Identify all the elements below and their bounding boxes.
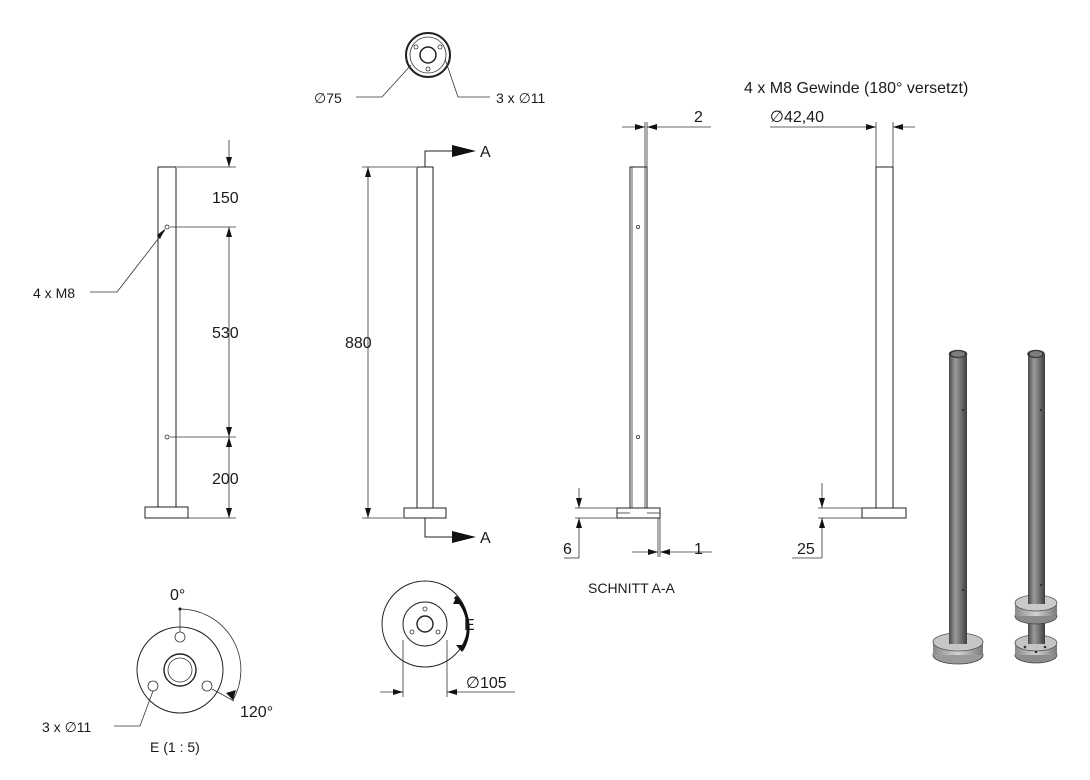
side-dim-height: 880 [345, 335, 372, 352]
right-dim-diameter: ∅42,40 [770, 109, 824, 126]
top-view-holes-label: 3 x ∅11 [496, 90, 546, 106]
front-thread-label: 4 x M8 [33, 285, 75, 301]
isometric-post-2 [1014, 349, 1058, 664]
base-detail-mark: E [464, 617, 475, 634]
isometric-post-1 [932, 349, 984, 665]
front-dim-middle: 530 [212, 325, 239, 342]
thread-hole-upper [164, 224, 170, 230]
right-view: ∅42,40 25 [770, 109, 915, 559]
front-dim-bottom: 200 [212, 471, 239, 488]
front-dim-top: 150 [212, 190, 239, 207]
detail-holes-label: 3 x ∅11 [42, 719, 92, 735]
detail-angle-zero: 0° [170, 587, 185, 604]
section-mark-bottom: A [480, 530, 491, 547]
section-dim-plate: 6 [563, 541, 572, 558]
detail-angle-120: 120° [240, 704, 273, 721]
section-view: 2 6 1 SCHNITT A-A [563, 109, 712, 596]
right-dim-plate: 25 [797, 541, 815, 558]
top-view: ∅75 3 x ∅11 [314, 32, 546, 106]
section-dim-gap: 1 [694, 541, 703, 558]
front-view: 150 530 200 4 x M8 [33, 140, 239, 519]
detail-e: 0° 120° 3 x ∅11 E (1 : 5) [42, 587, 273, 755]
section-mark-top: A [480, 144, 491, 161]
side-view: 880 A A [345, 144, 491, 547]
top-view-diameter-label: ∅75 [314, 90, 342, 106]
detail-title: E (1 : 5) [150, 739, 200, 755]
thread-note: 4 x M8 Gewinde (180° versetzt) [744, 80, 968, 97]
thread-hole-lower [164, 434, 170, 440]
section-title: SCHNITT A-A [588, 580, 676, 596]
section-dim-wall: 2 [694, 109, 703, 126]
base-dim-diameter: ∅105 [466, 675, 507, 692]
base-view: E ∅105 [380, 580, 515, 697]
